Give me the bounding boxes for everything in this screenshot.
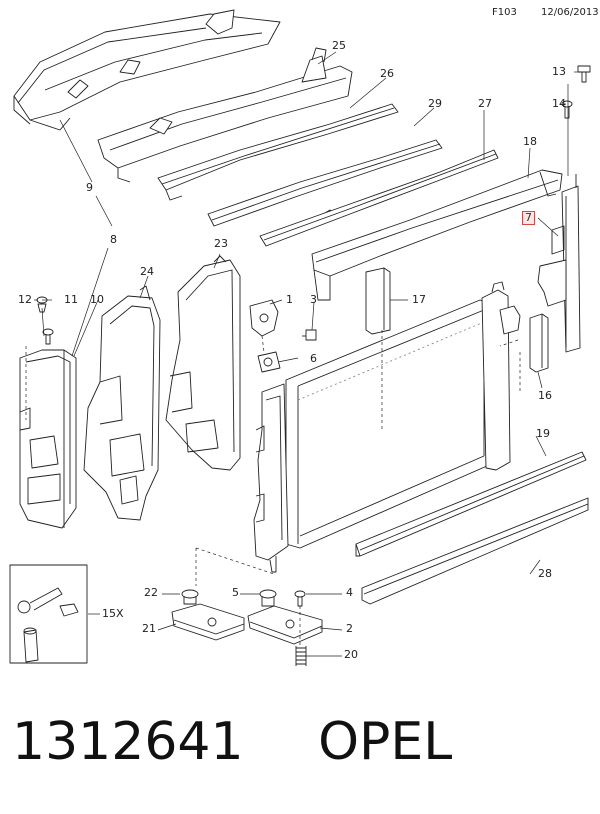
callout-2[interactable]: 2 bbox=[346, 622, 353, 635]
part-25-rail bbox=[97, 47, 353, 183]
callout-21[interactable]: 21 bbox=[142, 622, 156, 635]
part-26-rail bbox=[157, 103, 399, 201]
part-5-bushing bbox=[259, 589, 277, 607]
callout-8[interactable]: 8 bbox=[110, 233, 117, 246]
part-14-screw bbox=[561, 100, 573, 119]
callout-1[interactable]: 1 bbox=[286, 293, 293, 306]
callout-10[interactable]: 10 bbox=[90, 293, 104, 306]
part-17-seal bbox=[365, 267, 391, 335]
callout-16[interactable]: 16 bbox=[538, 389, 552, 402]
callout-26[interactable]: 26 bbox=[380, 67, 394, 80]
callout-3[interactable]: 3 bbox=[310, 293, 317, 306]
callout-11[interactable]: 11 bbox=[64, 293, 78, 306]
part-number: 1312641 bbox=[12, 712, 244, 772]
callout-27[interactable]: 27 bbox=[478, 97, 492, 110]
part-1-bracket bbox=[249, 299, 279, 337]
callout-5[interactable]: 5 bbox=[232, 586, 239, 599]
callout-7[interactable]: 7 bbox=[522, 211, 535, 225]
callout-13[interactable]: 13 bbox=[552, 65, 566, 78]
part-4-screw bbox=[294, 590, 306, 607]
part-10-baffle bbox=[19, 349, 77, 529]
part-28-strip bbox=[361, 497, 589, 605]
footer-caption: 1312641 OPEL bbox=[12, 712, 452, 772]
callout-23[interactable]: 23 bbox=[214, 237, 228, 250]
callout-29[interactable]: 29 bbox=[428, 97, 442, 110]
diagram-date: 12/06/2013 bbox=[541, 7, 599, 18]
callout-6[interactable]: 6 bbox=[310, 352, 317, 365]
diagram-code: F103 bbox=[492, 7, 517, 18]
part-12-screw bbox=[42, 328, 54, 345]
callout-9[interactable]: 9 bbox=[86, 181, 93, 194]
callout-25[interactable]: 25 bbox=[332, 39, 346, 52]
callout-4[interactable]: 4 bbox=[346, 586, 353, 599]
callout-12[interactable]: 12 bbox=[18, 293, 32, 306]
part-15x-inset bbox=[9, 564, 88, 664]
leader-lines bbox=[25, 51, 582, 657]
callout-18[interactable]: 18 bbox=[523, 135, 537, 148]
part-18-panel bbox=[311, 169, 563, 301]
callout-24[interactable]: 24 bbox=[140, 265, 154, 278]
callout-19[interactable]: 19 bbox=[536, 427, 550, 440]
part-2-mount bbox=[247, 605, 323, 645]
callout-15x[interactable]: 15X bbox=[102, 607, 124, 620]
brand-name: OPEL bbox=[318, 712, 453, 772]
part-22-bushing bbox=[181, 589, 199, 605]
part-7-bracket bbox=[537, 174, 581, 353]
part-13-clip bbox=[577, 65, 591, 83]
callout-20[interactable]: 20 bbox=[344, 648, 358, 661]
part-19-strip bbox=[355, 451, 587, 557]
callout-17[interactable]: 17 bbox=[412, 293, 426, 306]
callout-28[interactable]: 28 bbox=[538, 567, 552, 580]
part-23-baffle bbox=[165, 255, 241, 471]
part-21-mount bbox=[171, 603, 245, 641]
part-3-bolt bbox=[302, 329, 317, 341]
part-24-baffle bbox=[83, 285, 161, 521]
callout-22[interactable]: 22 bbox=[144, 586, 158, 599]
part-27-rail bbox=[259, 149, 499, 247]
radiator bbox=[253, 281, 521, 573]
part-9-rail bbox=[13, 9, 281, 131]
part-16-seal bbox=[529, 313, 549, 373]
callout-14[interactable]: 14 bbox=[552, 97, 566, 110]
part-20-spring bbox=[295, 646, 307, 666]
part-6-grommet bbox=[257, 351, 281, 373]
